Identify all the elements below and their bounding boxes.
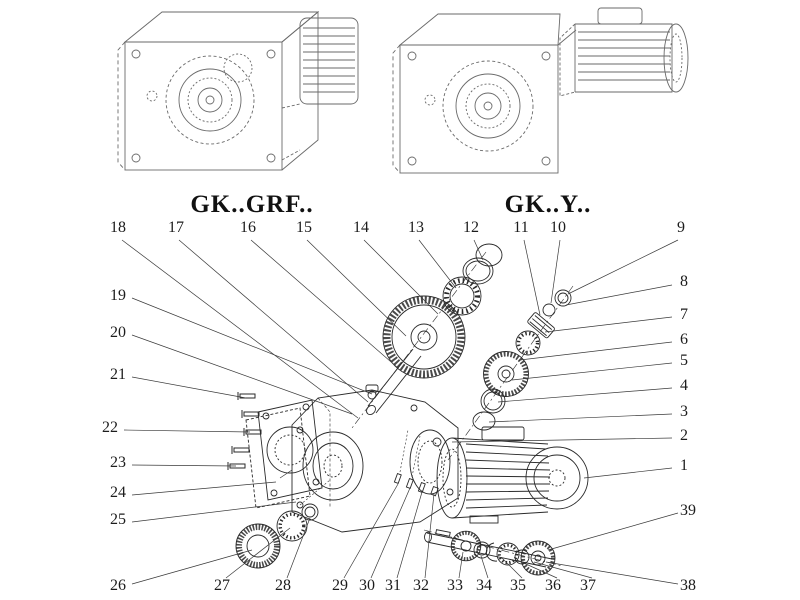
- model-title-grf: GK..GRF..: [190, 191, 314, 218]
- part-label-31: 31: [385, 577, 401, 594]
- leader-lines: [121, 239, 679, 585]
- part-label-3: 3: [680, 403, 688, 420]
- part-label-24: 24: [110, 484, 126, 501]
- part-label-28: 28: [275, 577, 291, 594]
- part-label-1: 1: [680, 457, 688, 474]
- part-label-33: 33: [447, 577, 463, 594]
- part-label-13: 13: [408, 219, 424, 236]
- gearbox-y-drawing-icon: [392, 7, 689, 174]
- part-label-8: 8: [680, 273, 688, 290]
- exploded-view-drawing: [227, 243, 589, 576]
- part-label-12: 12: [463, 219, 479, 236]
- part-label-34: 34: [476, 577, 492, 594]
- model-title-y: GK..Y..: [504, 191, 592, 218]
- part-label-35: 35: [510, 577, 526, 594]
- part-label-26: 26: [110, 577, 126, 594]
- part-label-15: 15: [296, 219, 312, 236]
- part-label-19: 19: [110, 287, 126, 304]
- part-label-22: 22: [102, 419, 118, 436]
- part-label-10: 10: [550, 219, 566, 236]
- part-label-38: 38: [680, 577, 696, 594]
- part-label-23: 23: [110, 454, 126, 471]
- part-label-20: 20: [110, 324, 126, 341]
- part-label-4: 4: [680, 377, 688, 394]
- part-label-21: 21: [110, 366, 126, 383]
- part-label-7: 7: [680, 306, 688, 323]
- part-label-14: 14: [353, 219, 369, 236]
- part-label-9: 9: [677, 219, 685, 236]
- part-label-5: 5: [680, 352, 688, 369]
- part-label-25: 25: [110, 511, 126, 528]
- part-label-30: 30: [359, 577, 375, 594]
- part-label-16: 16: [240, 219, 256, 236]
- part-label-36: 36: [545, 577, 561, 594]
- part-label-11: 11: [513, 219, 529, 236]
- part-label-37: 37: [580, 577, 596, 594]
- part-label-17: 17: [168, 219, 184, 236]
- part-label-32: 32: [413, 577, 429, 594]
- part-label-18: 18: [110, 219, 126, 236]
- gearbox-grf-drawing-icon: [117, 11, 359, 171]
- part-label-27: 27: [214, 577, 230, 594]
- part-label-2: 2: [680, 427, 688, 444]
- part-label-6: 6: [680, 331, 688, 348]
- part-label-29: 29: [332, 577, 348, 594]
- part-label-39: 39: [680, 502, 696, 519]
